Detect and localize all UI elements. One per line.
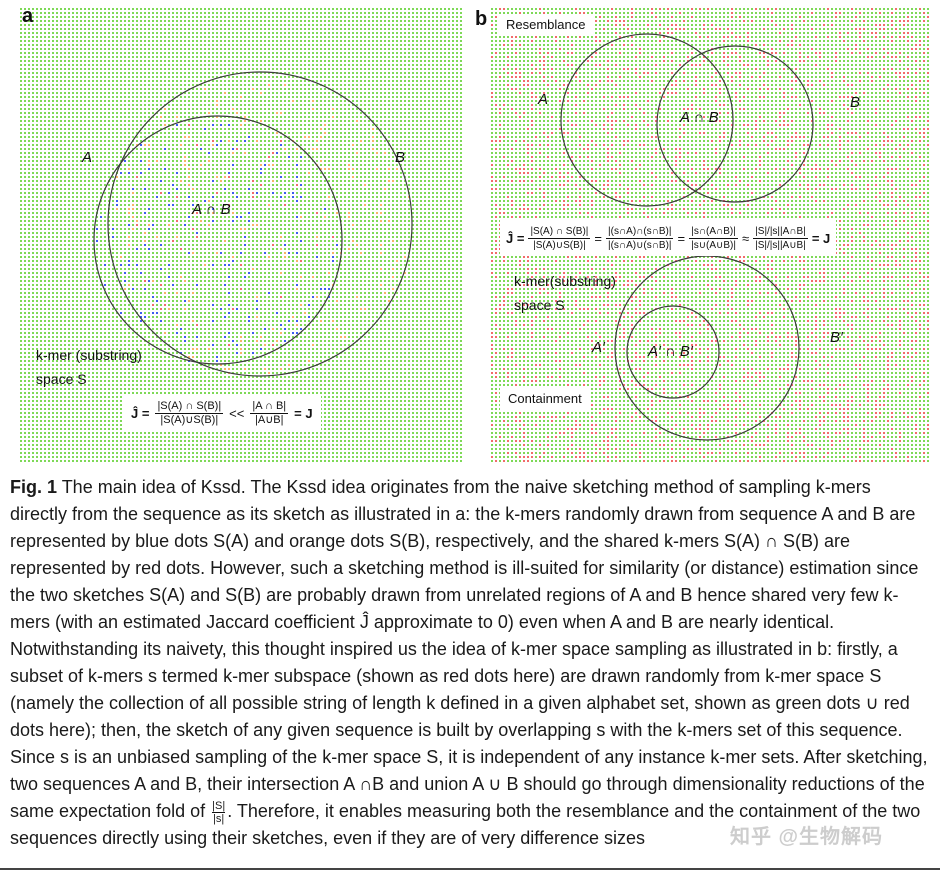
containment-label: Containment — [500, 388, 590, 410]
space-label-b-line1: k-mer(substring) — [514, 272, 616, 290]
space-label-b-line2: space S — [514, 296, 565, 314]
caption-fig-label: Fig. 1 — [10, 477, 57, 497]
caption-fraction: |S||s| — [212, 800, 226, 825]
label-b-resemblance: B — [850, 95, 860, 111]
fraction-true: |A ∩ B| |A∪B| — [250, 400, 289, 427]
jhat-symbol: Ĵ = — [131, 406, 149, 421]
bottom-rule — [0, 868, 940, 870]
circle-a — [93, 115, 343, 365]
space-label-line2: space S — [36, 370, 87, 388]
caption-text-end: . Therefore, it enables measuring both t… — [10, 801, 920, 848]
label-intersection-containment: A′ ∩ B′ — [648, 344, 693, 360]
equals-j: = J — [294, 406, 312, 421]
label-a-resemblance: A — [538, 92, 548, 108]
label-intersection-resemblance: A ∩ B — [680, 110, 719, 126]
label-b-prime: B′ — [830, 330, 843, 346]
panel-a-letter: a — [22, 6, 33, 26]
space-label-line1: k-mer (substring) — [36, 346, 142, 364]
panel-b-letter: b — [475, 9, 487, 29]
circle-b — [107, 71, 413, 377]
circle-b-prime — [614, 255, 800, 441]
jhat-symbol-b: Ĵ = — [506, 231, 524, 246]
label-b: B — [395, 150, 405, 166]
label-a: A — [82, 150, 92, 166]
circle-a-prime — [626, 305, 720, 399]
label-intersection: A ∩ B — [192, 202, 231, 218]
label-a-prime: A′ — [592, 340, 605, 356]
fraction-sketch: |S(A) ∩ S(B)| |S(A)∪S(B)| — [155, 400, 224, 427]
resemblance-label: Resemblance — [498, 16, 594, 34]
panel-a-figure — [20, 8, 462, 462]
watermark: 知乎 @生物解码 — [730, 820, 883, 849]
circle-a-resemblance — [560, 33, 734, 207]
circle-b-resemblance — [656, 45, 814, 203]
much-less-symbol: << — [229, 406, 244, 421]
formula-b: Ĵ = |S(A) ∩ S(B)||S(A)∪S(B)| = |(s∩A)∩(s… — [500, 220, 837, 256]
caption-text: The main idea of Kssd. The Kssd idea ori… — [10, 477, 927, 821]
panel-a — [18, 6, 463, 462]
figure-caption: Fig. 1 The main idea of Kssd. The Kssd i… — [10, 474, 932, 852]
formula-a: Ĵ = |S(A) ∩ S(B)| |S(A)∪S(B)| << |A ∩ B|… — [123, 396, 321, 430]
